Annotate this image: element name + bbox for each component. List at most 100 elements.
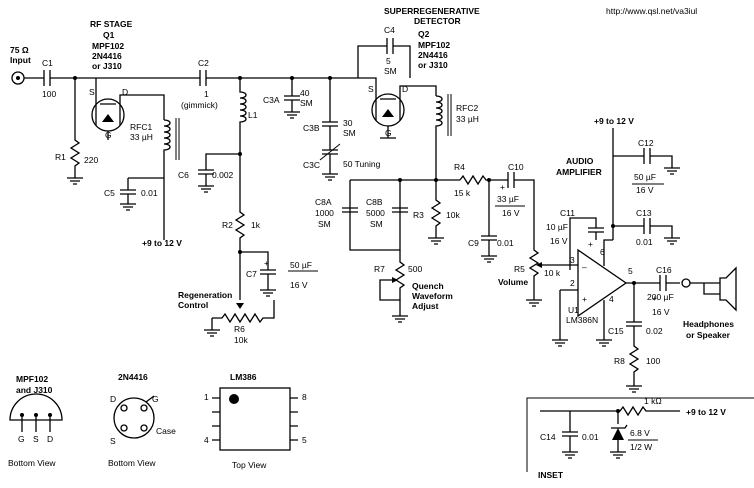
u1-pin6: 6	[600, 247, 605, 257]
c4-value: 5	[386, 56, 391, 66]
q1-drain-pin: D	[122, 87, 128, 97]
tank-section: C2 1 (gimmick) L1 C6 0.002 R2 1k + C7 50…	[178, 58, 358, 345]
rf-stage-title: RF STAGE	[90, 19, 133, 29]
mpf-title1: MPF102	[16, 374, 48, 384]
c1-ref: C1	[42, 58, 53, 68]
c3c-value: 50 Tuning	[343, 159, 381, 169]
c5-ref: C5	[104, 188, 115, 198]
output-jack	[681, 278, 691, 288]
capacitor-c8b-symbol	[392, 207, 408, 213]
c12-ref: C12	[638, 138, 654, 148]
u1-pin3: 3	[570, 255, 575, 265]
q1-part3: or J310	[92, 61, 122, 71]
capacitor-c2-symbol	[199, 70, 207, 86]
c10-value1: 33 µF	[497, 194, 519, 204]
c7-value1: 50 µF	[290, 260, 312, 270]
ic-title: LM386	[230, 372, 257, 382]
pinout-lm386: LM386 1 8 4 5 Top View	[204, 372, 307, 470]
c3b-unit: SM	[343, 128, 356, 138]
c13-ref: C13	[636, 208, 652, 218]
u1-plus: +	[582, 294, 587, 304]
mpf-title2: and J310	[16, 385, 53, 395]
c10-value2: 16 V	[502, 208, 520, 218]
c2-value: 1	[204, 89, 209, 99]
c15-value: 0.02	[646, 326, 663, 336]
c10-plus: +	[500, 182, 505, 192]
capacitor-c7-symbol	[240, 251, 276, 297]
c8b-value: 5000	[366, 208, 385, 218]
r6-value: 10k	[234, 335, 248, 345]
audio-title2: AMPLIFIER	[556, 167, 602, 177]
c3a-ref: C3A	[263, 95, 280, 105]
capacitor-c14-symbol	[562, 411, 578, 459]
to72-package-outline	[113, 397, 155, 439]
capacitor-c15-symbol	[626, 283, 642, 393]
r1-value: 220	[84, 155, 98, 165]
r7-note1: Quench	[412, 281, 444, 291]
tuning-section: C3A 40 SM C3B 30 SM C3C 50 Tuning	[263, 76, 381, 181]
c3b-value: 30	[343, 118, 353, 128]
c8a-ref: C8A	[315, 197, 332, 207]
mpf-pin-g: G	[18, 434, 25, 444]
q2-part1: MPF102	[418, 40, 450, 50]
capacitor-c4-symbol	[386, 38, 394, 54]
c14-value: 0.01	[582, 432, 599, 442]
u1-minus: –	[582, 262, 587, 272]
l1-ref: L1	[248, 110, 258, 120]
capacitor-c10-symbol	[507, 172, 515, 188]
capacitor-c16-symbol	[659, 275, 667, 291]
r5-ref: R5	[514, 264, 525, 274]
c12-value1: 50 µF	[634, 172, 656, 182]
amplifier-u1-symbol	[577, 248, 628, 318]
inset-resistor-symbol	[540, 405, 680, 417]
c16-plus: +	[652, 293, 657, 303]
q1-ref: Q1	[103, 30, 115, 40]
capacitor-c3b-symbol	[322, 78, 338, 150]
r5-note: Volume	[498, 277, 528, 287]
c3a-value: 40	[300, 88, 310, 98]
r6-note2: Control	[178, 300, 208, 310]
c8b-unit: SM	[370, 219, 383, 229]
q1-part1: MPF102	[92, 41, 124, 51]
resistor-r3-symbol	[428, 180, 444, 245]
c3b-ref: C3B	[303, 123, 320, 133]
input-impedance-label: 75 Ω	[10, 45, 29, 55]
c11-plus: +	[588, 239, 593, 249]
capacitor-c6-symbol	[198, 153, 240, 193]
c11-value1: 10 µF	[546, 222, 568, 232]
capacitor-c1-symbol	[43, 70, 51, 86]
c15-ref: C15	[608, 326, 624, 336]
detector-title2: DETECTOR	[414, 16, 461, 26]
potentiometer-r7-symbol	[379, 250, 406, 301]
potentiometer-r6-symbol	[212, 300, 275, 324]
rfc2-value: 33 µH	[456, 114, 479, 124]
jfet-title: 2N4416	[118, 372, 148, 382]
zener-diode-symbol	[612, 428, 624, 440]
rfc1-value: 33 µH	[130, 132, 153, 142]
c6-value: 0.002	[212, 170, 234, 180]
rf-stage: RF STAGE Q1 MPF102 2N4416 or J310 S D G …	[89, 19, 182, 248]
capacitor-c3c-symbol	[322, 149, 338, 181]
ground-r1	[67, 177, 83, 185]
inset-border	[526, 397, 754, 472]
jfet-pin-case: Case	[156, 426, 176, 436]
r6-ref: R6	[234, 324, 245, 334]
rf-supply-label: +9 to 12 V	[142, 238, 182, 248]
dip8-package-outline	[219, 387, 291, 451]
c8b-ref: C8B	[366, 197, 383, 207]
q2-part3: or J310	[418, 60, 448, 70]
r2-value: 1k	[251, 220, 261, 230]
u1-part: LM386N	[566, 315, 598, 325]
c12-value2: 16 V	[636, 185, 654, 195]
r7-note2: Waveform	[412, 291, 453, 301]
c3a-unit: SM	[300, 98, 313, 108]
c11-value2: 16 V	[550, 236, 568, 246]
r3-value: 10k	[446, 210, 460, 220]
r2-ref: R2	[222, 220, 233, 230]
jfet-pin-g: G	[152, 394, 159, 404]
resistor-r1-symbol	[69, 78, 81, 178]
output-label1: Headphones	[683, 319, 734, 329]
capacitor-c9-symbol	[481, 180, 497, 263]
c7-value2: 16 V	[290, 280, 308, 290]
